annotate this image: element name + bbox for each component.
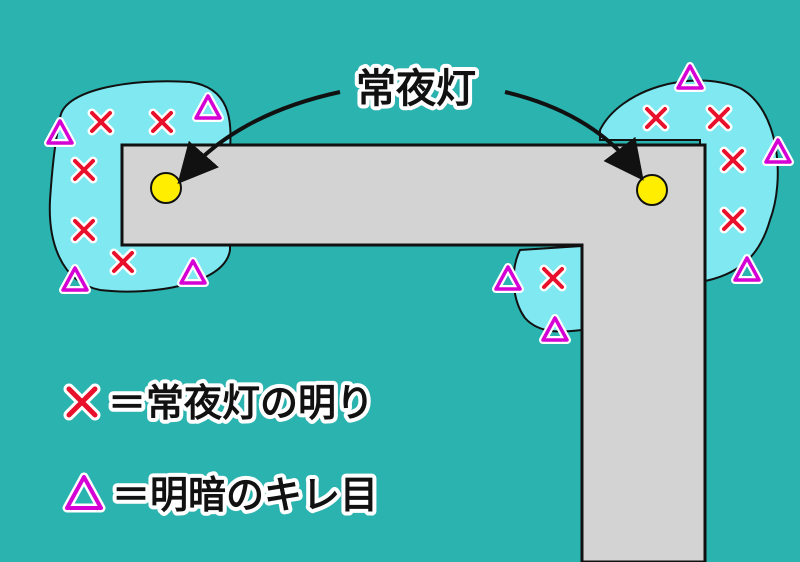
cross-icon — [705, 104, 733, 132]
cross-icon — [109, 248, 137, 276]
legend-cross-text: ＝常夜灯の明り — [108, 381, 374, 425]
legend-cross-icon — [63, 383, 101, 421]
cross-icon — [70, 156, 98, 184]
cross-icon — [642, 104, 670, 132]
arrow-to-left-lamp — [177, 90, 341, 185]
triangle-icon — [177, 257, 209, 287]
night-lamp-left — [150, 172, 182, 204]
legend-triangle-icon — [62, 472, 106, 513]
triangle-icon — [492, 263, 524, 293]
cross-icon — [148, 108, 176, 136]
triangle-icon — [44, 117, 76, 147]
triangle-icon — [674, 62, 706, 92]
arrow-to-right-lamp — [504, 90, 644, 181]
triangle-marks — [44, 62, 794, 344]
cross-icon — [87, 108, 115, 136]
cross-icon — [539, 264, 567, 292]
triangle-icon — [762, 136, 794, 166]
night-lamp-right — [636, 174, 668, 206]
legend-triangle-text: ＝明暗のキレ目 — [112, 473, 378, 517]
cross-icon — [70, 216, 98, 244]
lamp-title-label: 常夜灯 — [356, 66, 476, 112]
triangle-icon — [59, 264, 91, 294]
cross-icon — [719, 146, 747, 174]
cross-marks — [70, 104, 747, 292]
cross-icon — [719, 206, 747, 234]
triangle-icon — [539, 314, 571, 344]
triangle-icon — [731, 254, 763, 284]
triangle-icon — [192, 92, 224, 122]
legend: ＝常夜灯の明り ＝明暗のキレ目 — [62, 377, 382, 521]
